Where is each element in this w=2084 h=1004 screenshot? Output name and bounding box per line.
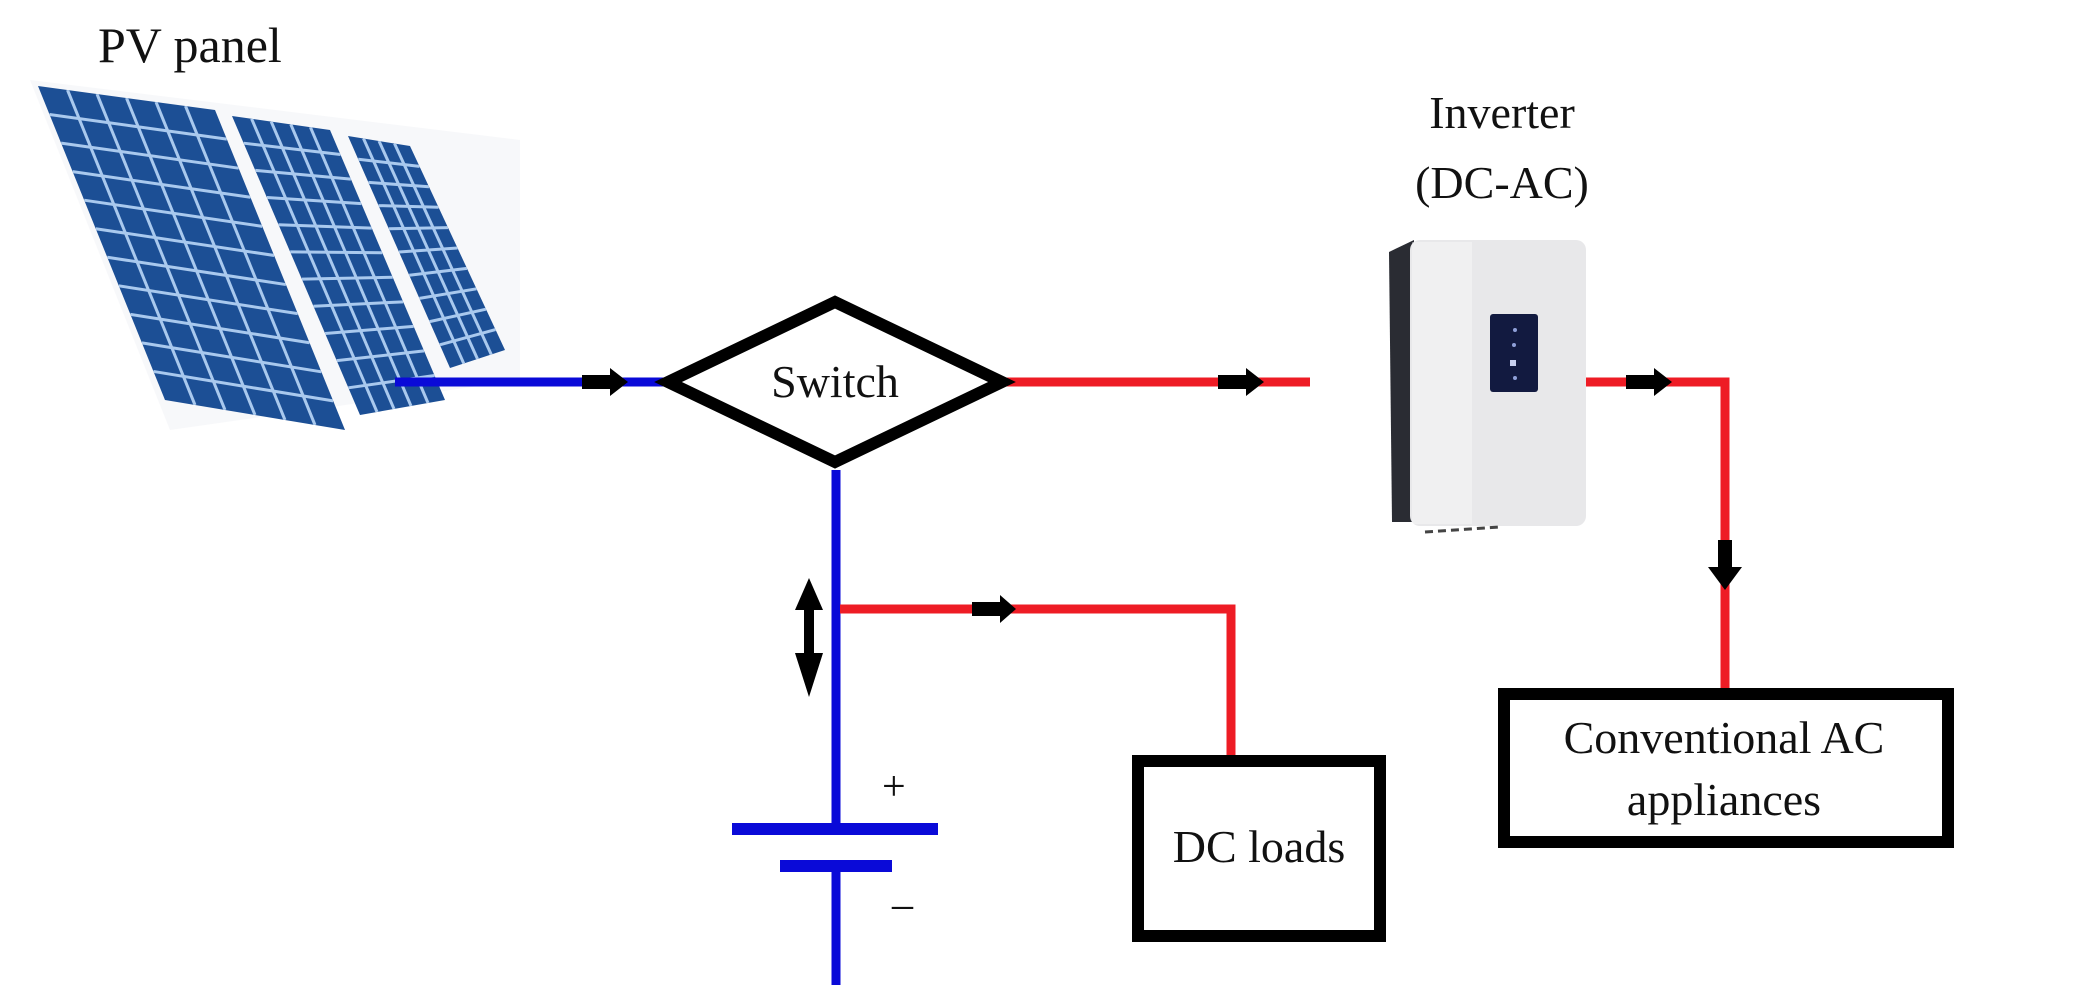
arrow-bidirectional-battery [795,578,823,697]
flow-arrows [582,368,1742,697]
pv-cell-gridline [388,226,449,231]
inverter-side-panel [1389,240,1414,522]
arrow-right-switch-to-inverter [1218,368,1264,396]
dc-loads-block[interactable]: DC loads [1132,755,1386,942]
pv-cell-gridline [290,250,383,255]
pv-cell-gridline [439,328,496,347]
pv-cell-gridline [72,170,251,199]
pv-cell-gridline [60,141,239,170]
inverter-label-line1: Inverter [1429,87,1575,138]
pv-cell-gridline [154,101,287,421]
pv-cell-gridline [107,255,287,287]
pv-cell-gridline [95,93,227,411]
pv-cell-gridline [184,105,317,426]
pv-cell-gridline [368,180,430,189]
pv-cell-gridline [309,126,430,404]
pv-cell-gridline [336,349,425,363]
switch-block[interactable]: Switch [654,295,1016,469]
arrow-right-pv-to-switch [582,368,628,396]
pv-cell-gridline [243,141,341,157]
ac-appliances-label-line2: appliances [1627,774,1821,825]
pv-cell-gridline [378,204,439,209]
pv-cell-gridline [278,223,372,230]
pv-panel-icon [30,80,520,430]
pv-cell-gridline [95,227,275,257]
pv-panel-label: PV panel [98,17,282,73]
battery-positive-plate [732,823,938,835]
pv-cell-gridline [141,341,322,374]
pv-cell-gridline [398,246,458,254]
pv-cell-gridline [289,123,413,407]
ac-appliances-block[interactable]: Conventional AC appliances [1498,688,1954,848]
pv-cell-gridline [301,275,393,281]
pv-cell-gridline [419,287,477,300]
pv-cell-gridline [153,369,334,403]
switch-label: Switch [771,356,899,407]
inverter-block[interactable]: Inverter (DC-AC) [1389,87,1589,534]
pv-cell-gridline [125,97,257,416]
pv-module-2 [232,116,445,415]
ac-appliances-box[interactable] [1498,688,1954,848]
pv-cell-gridline [66,89,197,406]
pv-cell-gridline [266,196,362,206]
battery-plus-sign: + [882,764,906,810]
pv-cell-gridline [313,300,404,308]
inverter-label-line2: (DC-AC) [1415,157,1589,208]
inverter-display [1490,314,1538,392]
ac-appliances-label-line1: Conventional AC [1564,712,1885,763]
dc-loads-box[interactable] [1132,755,1386,942]
pv-cell-gridline [358,157,420,168]
pv-cell-gridline [255,168,352,181]
switch-diamond[interactable] [654,295,1016,469]
inverter-icon [1389,240,1586,534]
pv-cell-gridline [83,198,263,228]
pv-cell-gridline [130,312,310,345]
arrow-down-to-ac-appliances [1708,540,1742,590]
dc-loads-label: DC loads [1173,821,1346,872]
pv-cell-gridline [118,284,298,316]
pv-cell-gridline [269,121,396,410]
arrow-right-to-dc-loads [972,595,1016,623]
battery-negative-plate [780,860,892,872]
arrow-right-inverter-output [1626,368,1672,396]
pv-cell-gridline [250,118,379,413]
pv-cell-gridline [429,307,487,324]
battery-icon: + – [732,764,938,928]
dc-wire-to-dc-loads [840,604,1236,756]
pv-cell-gridline [49,113,228,141]
pv-cell-gridline [409,266,468,277]
battery-minus-sign: – [891,882,914,928]
pv-cell-gridline [324,324,414,335]
